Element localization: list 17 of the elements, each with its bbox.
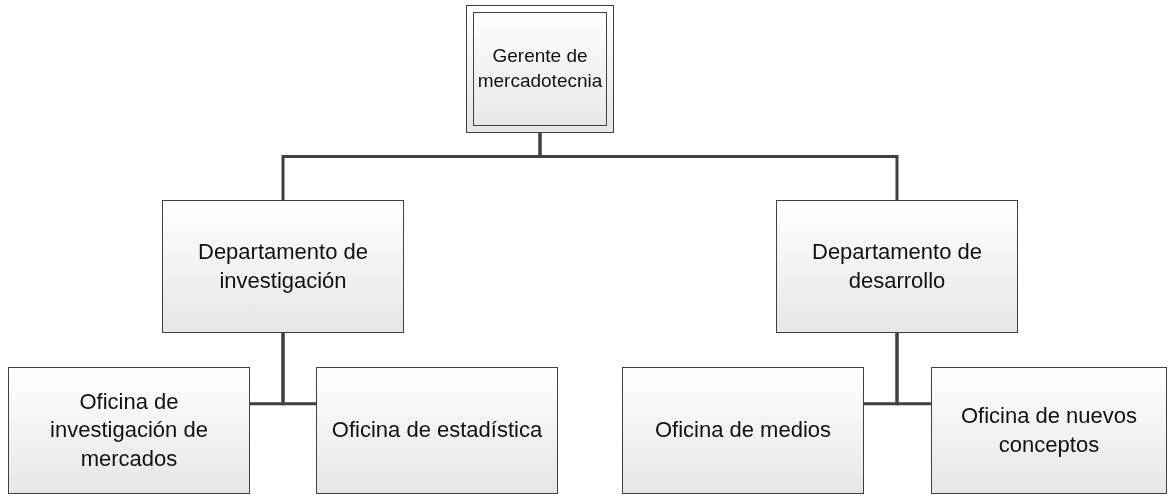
box-label: Gerente de mercadotecnia [476, 44, 604, 93]
box-label: Departamento de investigación [197, 237, 369, 295]
org-unit-box [776, 200, 1018, 333]
double-border-box [466, 5, 614, 133]
box-label: Oficina de estadística [330, 416, 544, 445]
box-label: Oficina de medios [653, 416, 833, 445]
org-unit-box [162, 200, 404, 333]
org-unit-box [931, 367, 1167, 494]
org-unit-box [622, 367, 864, 494]
org-unit-box [8, 367, 250, 494]
org-unit-box [316, 367, 558, 494]
box-label: Departamento de desarrollo [811, 237, 983, 295]
connector-line [895, 333, 931, 406]
box-label: Oficina de investigación de mercados [49, 387, 209, 473]
connector-line [281, 333, 316, 406]
box-label: Oficina de nuevos conceptos [959, 401, 1139, 459]
connector-line [538, 133, 899, 200]
